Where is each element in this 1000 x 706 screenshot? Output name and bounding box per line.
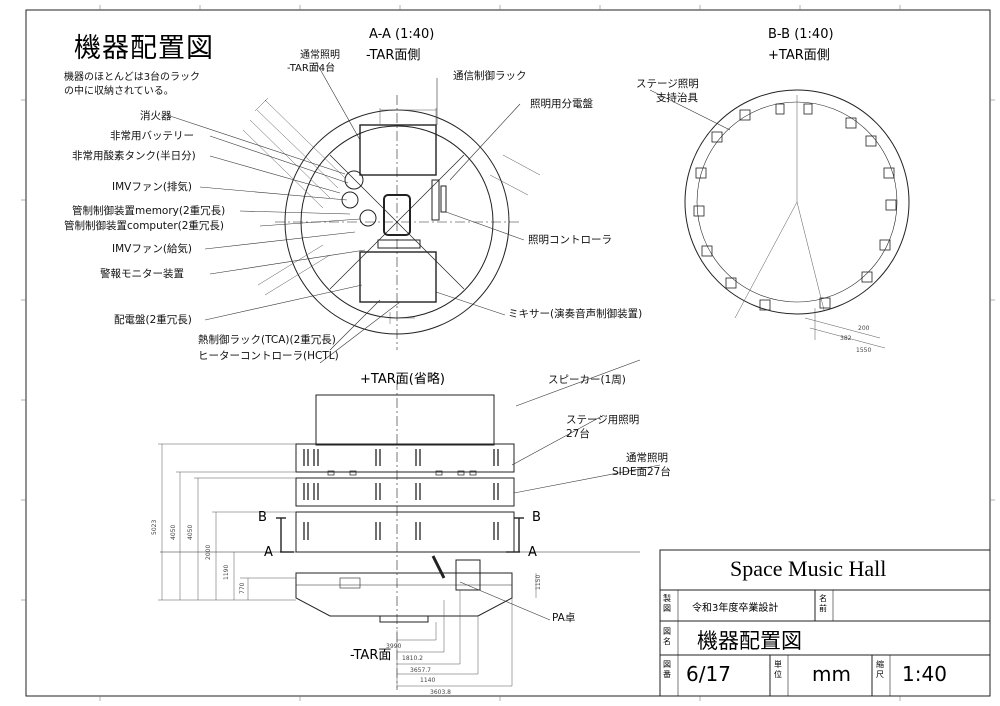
title-block-fig-num: 6/17 xyxy=(686,662,731,686)
label-comm-rack: 通信制御ラック xyxy=(453,70,527,82)
title-block-fig-name: 機器配置図 xyxy=(697,629,802,653)
label-distribution-board: 配電盤(2重冗長) xyxy=(114,314,192,326)
dim-1150: 1150 xyxy=(535,575,542,590)
label-normal-light-1: 通常照明 xyxy=(300,50,340,61)
label-stage-support-1: ステージ照明 xyxy=(636,78,699,90)
title-block-label-figname: 図名 xyxy=(663,627,671,646)
dim-200: 200 xyxy=(858,325,870,332)
title-block-frame xyxy=(659,549,991,697)
label-stage-light-1: ステージ用照明 xyxy=(566,414,640,426)
title-block-label-unit: 単位 xyxy=(774,660,782,679)
section-mark-a-left: A xyxy=(264,545,273,560)
label-speaker: スピーカー(1周) xyxy=(548,374,626,386)
label-imv-fan-exhaust: IMVファン(排気) xyxy=(112,181,193,193)
dimension-texts: 3990 1810.2 3657.7 1140 3603.8 5023 4050… xyxy=(151,325,871,696)
label-fire-extinguisher: 消火器 xyxy=(140,110,172,122)
title-block-label-drawn: 製図 xyxy=(663,594,671,613)
sheet-border xyxy=(25,9,991,697)
dim-770: 770 xyxy=(239,582,246,594)
aa-view-title: A-A (1:40) xyxy=(369,27,435,42)
label-alarm-monitor: 警報モニター装置 xyxy=(100,268,184,280)
label-control-memory: 管制制御装置memory(2重冗長) xyxy=(72,205,226,217)
dim-1190: 1190 xyxy=(223,565,230,580)
section-mark-a-right: A xyxy=(528,545,537,560)
bb-view-title: B-B (1:40) xyxy=(768,27,834,42)
label-stage-support-2: 支持治具 xyxy=(656,92,698,104)
label-control-computer: 管制制御装置computer(2重冗長) xyxy=(64,220,225,232)
label-imv-fan-supply: IMVファン(給気) xyxy=(112,243,193,255)
label-light-controller: 照明コントローラ xyxy=(528,234,612,246)
label-thermal-rack: 熱制御ラック(TCA)(2重冗長) xyxy=(198,334,336,346)
title-block-unit: mm xyxy=(812,662,851,686)
section-bb-view xyxy=(649,89,910,349)
dim-1140: 1140 xyxy=(420,677,435,684)
label-mixer: ミキサー(演奏音声制御装置) xyxy=(508,308,643,320)
label-pa-desk: PA卓 xyxy=(552,612,576,624)
drawing-title: 機器配置図 xyxy=(74,33,214,64)
label-emergency-battery: 非常用バッテリー xyxy=(110,130,194,142)
bb-view-side: +TAR面側 xyxy=(768,48,830,63)
dim-2000: 2000 xyxy=(205,545,212,560)
title-block-project: Space Music Hall xyxy=(730,556,887,581)
label-light-panel: 照明用分電盤 xyxy=(530,98,593,110)
tar-minus-label: -TAR面 xyxy=(350,648,392,663)
label-side-light-1: 通常照明 xyxy=(626,452,668,464)
section-mark-b-left: B xyxy=(258,510,267,525)
label-side-light-2: SIDE面27台 xyxy=(612,466,671,478)
title-block-scale: 1:40 xyxy=(902,662,947,686)
dim-1550: 1550 xyxy=(856,347,871,354)
aa-view-side: -TAR面側 xyxy=(366,48,421,63)
title-block-label-scale: 縮尺 xyxy=(876,660,884,679)
border-ticks xyxy=(21,5,995,701)
dim-382: 382 xyxy=(840,335,852,342)
label-emergency-oxygen: 非常用酸素タンク(半日分) xyxy=(72,150,196,162)
label-heater-ctrl: ヒーターコントローラ(HCTL) xyxy=(198,350,339,362)
dim-3603: 3603.8 xyxy=(430,689,451,696)
tar-omitted-label: +TAR面(省略) xyxy=(360,372,445,387)
dim-5023: 5023 xyxy=(151,520,158,535)
note-line-1: 機器のほとんどは3台のラック xyxy=(64,72,201,83)
section-mark-b-right: B xyxy=(532,510,541,525)
dim-1810: 1810.2 xyxy=(402,655,423,662)
dim-3990: 3990 xyxy=(386,643,401,650)
elevation-view xyxy=(158,359,661,690)
label-normal-light-2: -TAR面4台 xyxy=(287,63,336,74)
title-block-label-fignum: 図番 xyxy=(663,660,671,679)
note-line-2: の中に収納されている。 xyxy=(64,86,174,97)
title-block-label-name: 名前 xyxy=(819,594,827,613)
dim-4050: 4050 xyxy=(170,525,177,540)
label-stage-light-2: 27台 xyxy=(566,428,590,440)
section-aa-view xyxy=(169,61,541,364)
dim-3657: 3657.7 xyxy=(410,667,431,674)
dim-4050b: 4050 xyxy=(187,525,194,540)
title-block-author-desc: 令和3年度卒業設計 xyxy=(692,603,779,614)
